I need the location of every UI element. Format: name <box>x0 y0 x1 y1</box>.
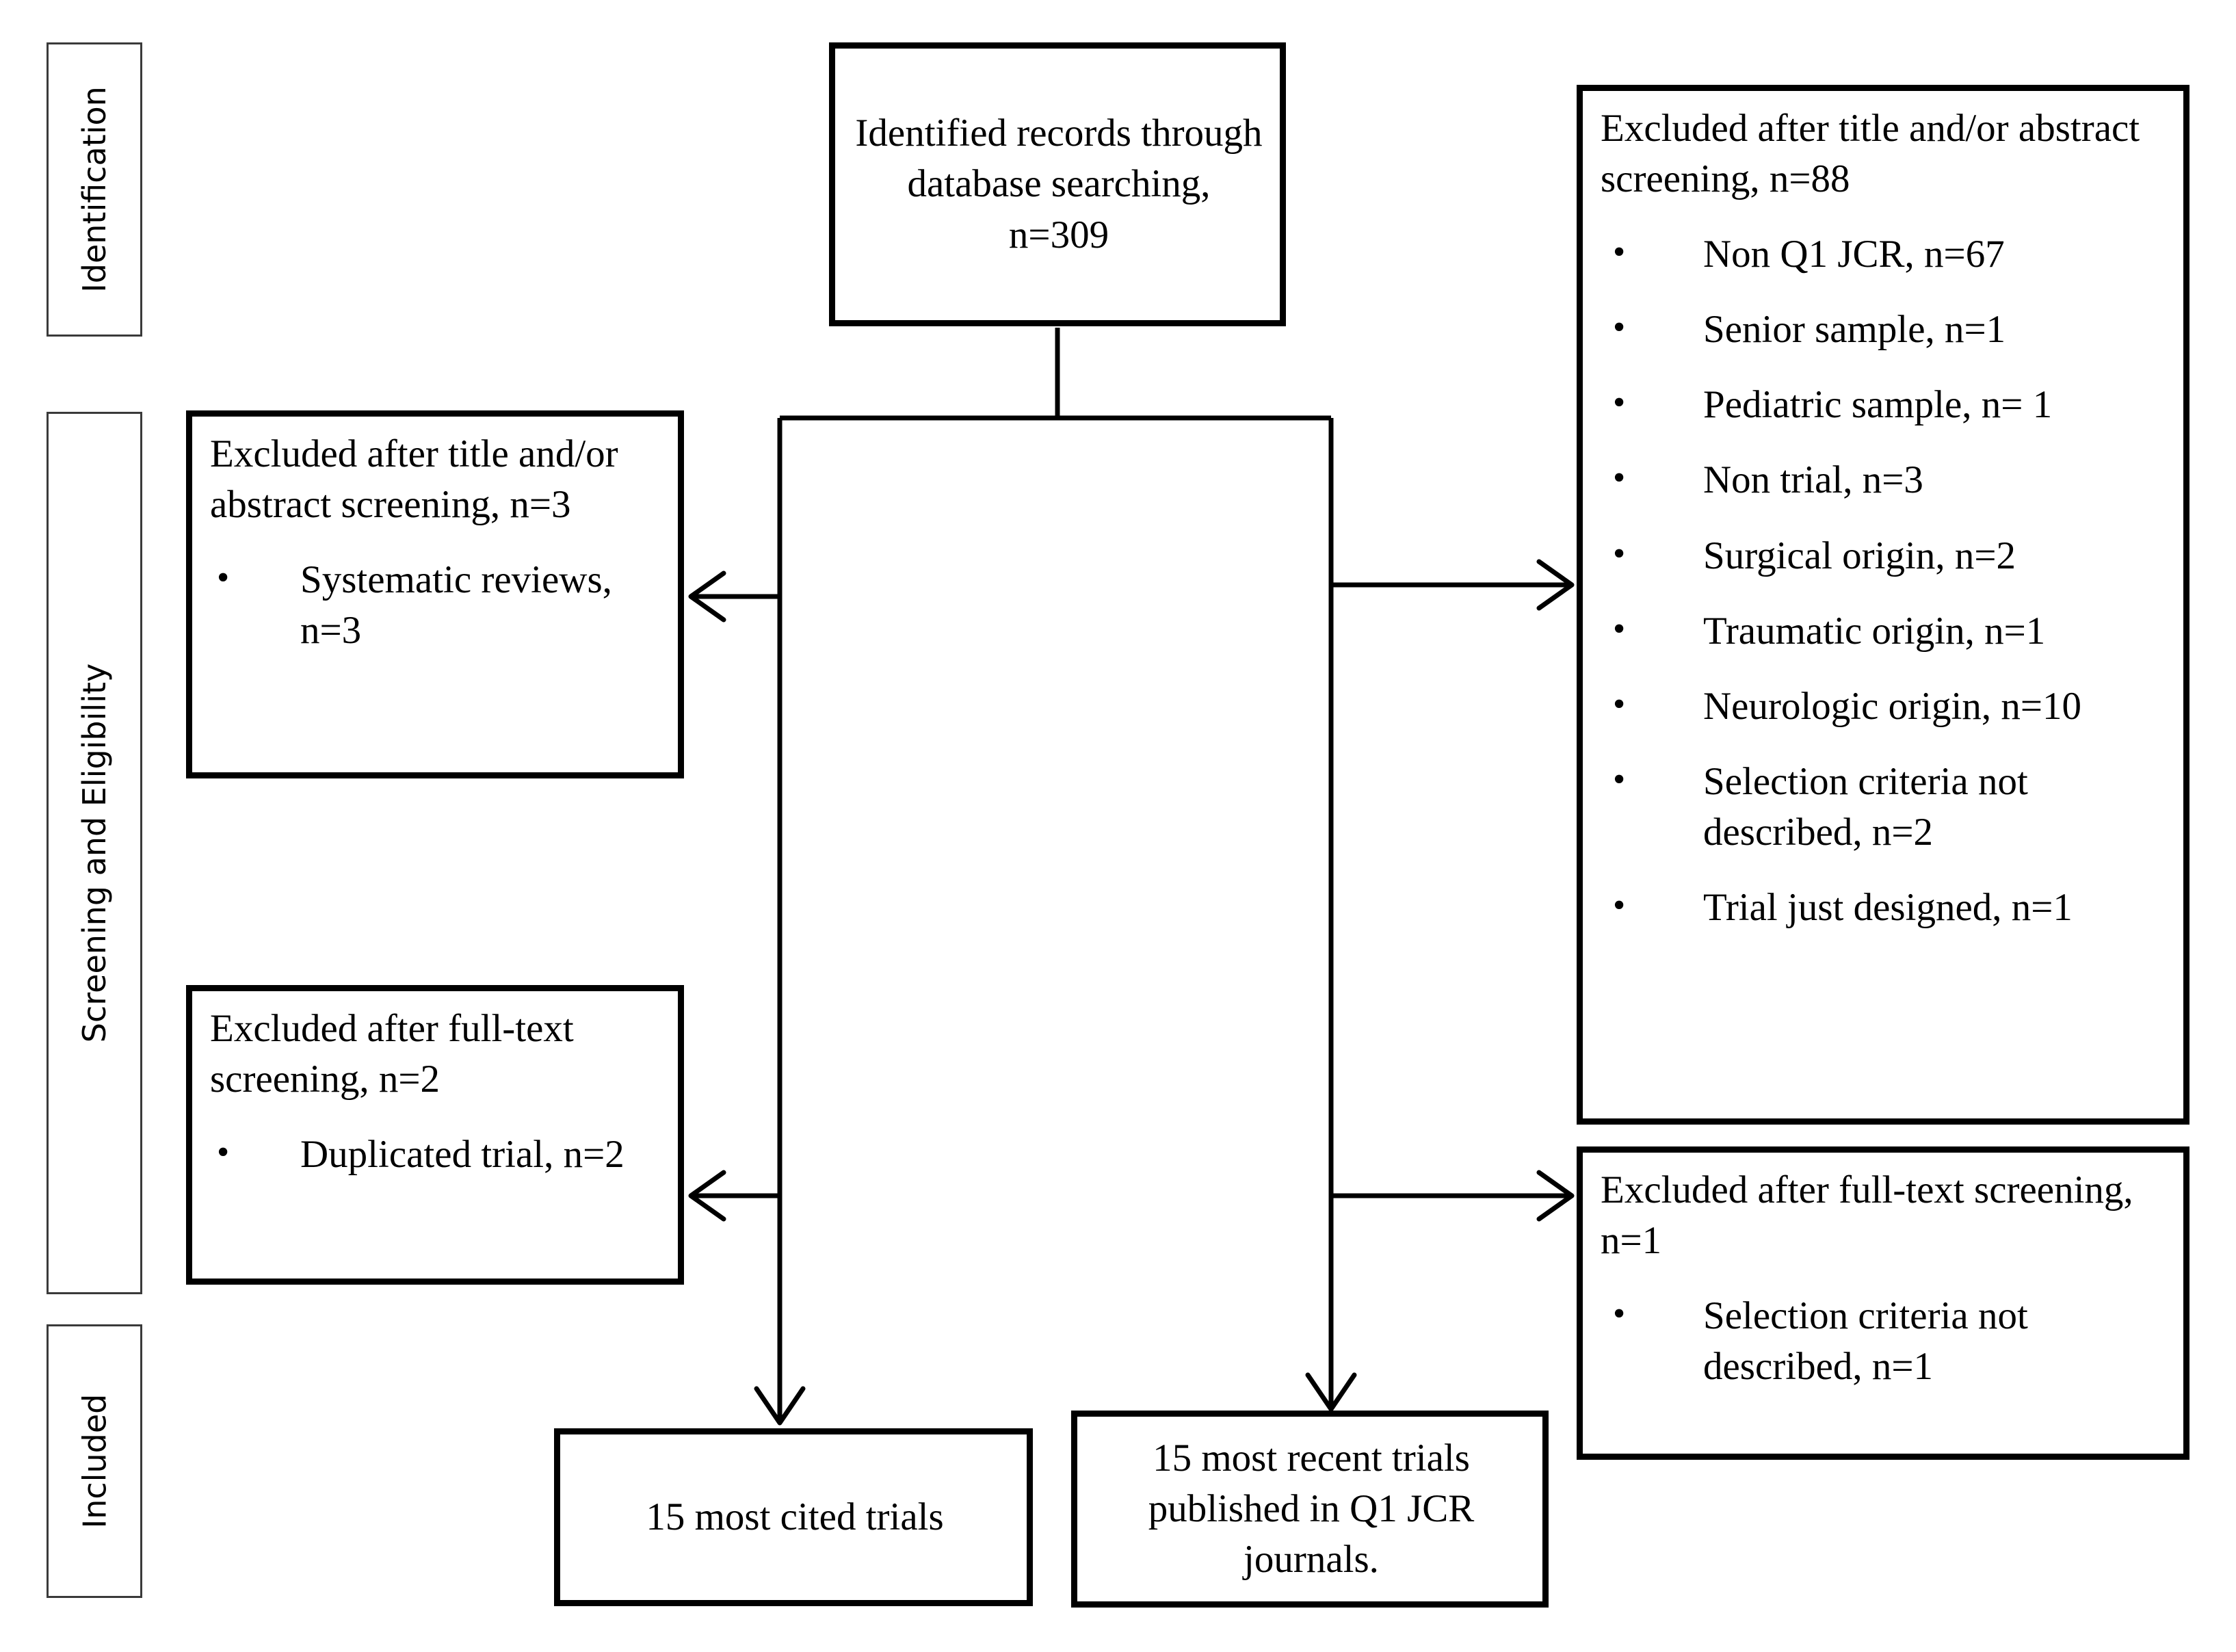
box-most-recent-trials: 15 most recent trials published in Q1 JC… <box>1071 1411 1549 1608</box>
box-identified-records-heading: Identified records through database sear… <box>855 112 1263 257</box>
phase-label-screening-eligibility: Screening and Eligibility <box>47 412 142 1294</box>
arrowhead-right-fulltext <box>1536 1170 1575 1222</box>
box-excluded-fulltext-left: Excluded after full-text screening, n=2 … <box>186 985 684 1285</box>
box-excluded-fulltext-right: Excluded after full-text screening, n=1 … <box>1577 1146 2189 1460</box>
box-most-cited-trials-heading: 15 most cited trials <box>646 1495 944 1538</box>
phase-label-included: Included <box>47 1324 142 1598</box>
box-excluded-title-abstract-left: Excluded after title and/or abstract scr… <box>186 410 684 778</box>
box-excluded-fulltext-right-bullets: Selection criteria not described, n=1 <box>1601 1291 2168 1392</box>
box-excluded-title-abstract-right-heading: Excluded after title and/or abstract scr… <box>1601 107 2140 201</box>
list-item: Pediatric sample, n= 1 <box>1601 380 2168 430</box>
box-excluded-title-abstract-right: Excluded after title and/or abstract scr… <box>1577 85 2189 1125</box>
box-excluded-fulltext-left-heading: Excluded after full-text screening, n=2 <box>210 1007 574 1101</box>
list-item: Neurologic origin, n=10 <box>1601 681 2168 732</box>
box-excluded-fulltext-left-bullets: Duplicated trial, n=2 <box>210 1129 663 1180</box>
box-most-cited-trials: 15 most cited trials <box>554 1428 1033 1606</box>
box-excluded-fulltext-right-heading: Excluded after full-text screening, n=1 <box>1601 1168 2133 1263</box>
list-item: Traumatic origin, n=1 <box>1601 606 2168 657</box>
list-item: Trial just designed, n=1 <box>1601 882 2168 933</box>
list-item: Non trial, n=3 <box>1601 455 2168 506</box>
list-item: Non Q1 JCR, n=67 <box>1601 229 2168 280</box>
list-item: Selection criteria not described, n=2 <box>1601 757 2168 858</box>
box-identified-records: Identified records through database sear… <box>829 42 1286 326</box>
box-excluded-title-abstract-right-bullets: Non Q1 JCR, n=67 Senior sample, n=1 Pedi… <box>1601 229 2168 933</box>
list-item: Surgical origin, n=2 <box>1601 531 2168 581</box>
phase-label-included-text: Included <box>76 1393 113 1529</box>
phase-label-identification-text: Identification <box>76 86 114 293</box>
list-item: Duplicated trial, n=2 <box>210 1129 663 1180</box>
arrowhead-down-most-recent <box>1305 1372 1357 1412</box>
arrowhead-left-fulltext <box>688 1170 726 1222</box>
arrowhead-left-title <box>688 571 726 622</box>
box-excluded-title-abstract-left-heading: Excluded after title and/or abstract scr… <box>210 432 618 527</box>
list-item: Senior sample, n=1 <box>1601 304 2168 355</box>
phase-label-screening-eligibility-text: Screening and Eligibility <box>76 663 114 1043</box>
list-item: Systematic reviews, n=3 <box>210 555 663 656</box>
box-excluded-title-abstract-left-bullets: Systematic reviews, n=3 <box>210 555 663 656</box>
arrowhead-right-title <box>1536 559 1575 611</box>
box-most-recent-trials-heading: 15 most recent trials published in Q1 JC… <box>1148 1436 1475 1582</box>
list-item: Selection criteria not described, n=1 <box>1601 1291 2168 1392</box>
phase-label-identification: Identification <box>47 42 142 337</box>
arrowhead-down-most-cited <box>754 1386 806 1426</box>
